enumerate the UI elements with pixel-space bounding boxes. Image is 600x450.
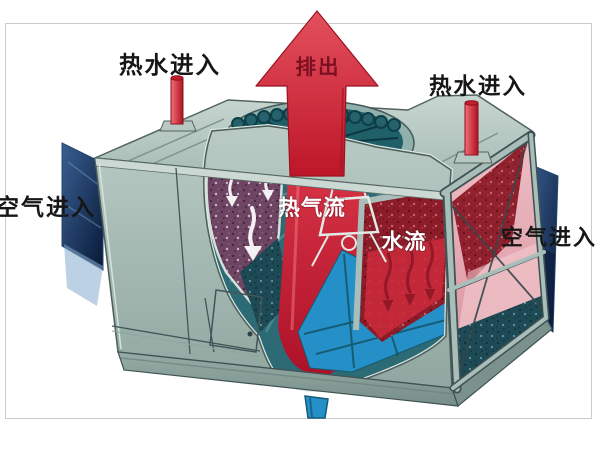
diagram-labels: 热水进入 热水进入 空气进入 空气进入 排出 热气流 水流	[0, 51, 597, 256]
drain-pipe-body	[304, 395, 329, 419]
lower-fill-region	[240, 238, 292, 332]
drain-pipe-shade	[309, 397, 313, 418]
water-flow-arrows-icon	[382, 241, 436, 312]
right-face-frame	[439, 130, 550, 394]
pipe-top	[170, 75, 184, 81]
right-face-fill-pack	[452, 142, 526, 284]
groove-highlight	[111, 330, 259, 357]
louver-panel-fade	[64, 244, 103, 306]
down-arrows-icon	[226, 160, 274, 261]
label-hot-air-flow: 热气流	[278, 195, 346, 221]
louver-streaks	[65, 161, 102, 229]
hot-water-pipe-right	[453, 100, 493, 164]
louver-panel	[61, 142, 104, 271]
door-handle	[247, 331, 253, 337]
label-air-in-right: 空气进入	[501, 225, 597, 251]
exhaust-arrow-icon	[255, 10, 379, 177]
label-hot-water-left: 热水进入	[119, 51, 221, 79]
tower-right-face	[439, 130, 550, 394]
label-water-flow: 水流	[381, 229, 426, 255]
pipe-body	[170, 77, 184, 125]
drain-pipe	[304, 395, 329, 419]
arrow-shade	[340, 87, 344, 175]
pipe-top	[464, 100, 479, 106]
arrow-shape	[255, 10, 379, 177]
pipe-body	[464, 102, 479, 156]
air-inlet-louver-left	[61, 142, 104, 306]
access-door	[209, 289, 263, 353]
hot-water-pipe-left	[159, 75, 197, 132]
water-flow-pack-lower	[364, 238, 446, 338]
label-exhaust: 排出	[296, 55, 341, 79]
label-air-in-left: 空气进入	[0, 194, 96, 221]
front-panel-lines	[111, 167, 261, 355]
base-groove	[120, 357, 456, 395]
left-edge-highlight	[98, 161, 122, 350]
label-hot-water-right: 热水进入	[429, 74, 527, 100]
right-face-basin	[455, 296, 544, 386]
